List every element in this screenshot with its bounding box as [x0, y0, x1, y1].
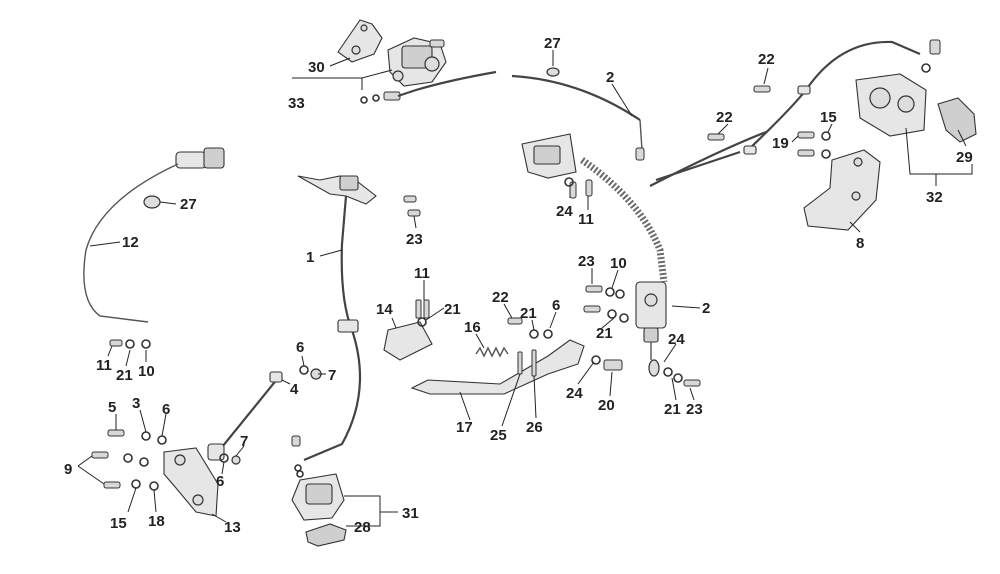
lbl-10b: 10 — [138, 363, 155, 380]
lbl-24c: 24 — [566, 385, 583, 402]
lbl-6c: 6 — [162, 401, 170, 418]
bottom-left-bolts — [91, 429, 167, 491]
sensor-connector — [175, 147, 225, 169]
pivot-20 — [591, 355, 623, 371]
lbl-11c: 11 — [96, 357, 112, 374]
lbl-2b: 2 — [702, 300, 710, 317]
banjo-bolt-top — [921, 39, 941, 73]
lbl-23c: 23 — [686, 401, 703, 418]
lbl-21b: 21 — [520, 305, 537, 322]
lbl-21a: 21 — [444, 301, 461, 318]
hose-clamps — [743, 85, 811, 155]
lbl-13: 13 — [224, 519, 241, 536]
leader-lines — [77, 50, 973, 527]
bracket-30 — [337, 19, 383, 63]
lbl-24a: 24 — [556, 203, 573, 220]
lbl-17: 17 — [456, 419, 473, 436]
lbl-7a: 7 — [328, 367, 336, 384]
lbl-15a: 15 — [820, 109, 837, 126]
brake-pads-29 — [937, 97, 977, 143]
lbl-29: 29 — [956, 149, 973, 166]
lbl-23b: 23 — [578, 253, 595, 270]
hose-2-upper — [511, 74, 767, 187]
front-banjo-fitting — [360, 91, 401, 104]
master-cylinder — [635, 281, 667, 343]
lbl-21e: 21 — [116, 367, 133, 384]
lbl-21c: 21 — [596, 325, 613, 342]
lbl-11b: 11 — [414, 265, 430, 282]
rear-caliper-31 — [291, 473, 345, 521]
lbl-33: 33 — [288, 95, 305, 112]
reservoir-bracket — [521, 133, 577, 179]
heel-guard-14 — [383, 321, 433, 361]
brake-hose-front — [397, 70, 497, 98]
lbl-21d: 21 — [664, 401, 681, 418]
caliper-bracket-8 — [803, 149, 881, 231]
front-caliper-33 — [387, 37, 447, 87]
lbl-1: 1 — [306, 249, 314, 266]
pushrod — [648, 342, 660, 377]
lbl-16: 16 — [464, 319, 481, 336]
lbl-12: 12 — [122, 234, 139, 251]
clamp-27-left — [143, 195, 161, 209]
lbl-26: 26 — [526, 419, 543, 436]
lbl-4: 4 — [290, 381, 299, 398]
lbl-24b: 24 — [668, 331, 685, 348]
lbl-27a: 27 — [544, 35, 561, 52]
lbl-14: 14 — [376, 301, 393, 318]
lbl-2a: 2 — [606, 69, 614, 86]
lbl-9: 9 — [64, 461, 72, 478]
lbl-5: 5 — [108, 399, 116, 416]
lbl-32: 32 — [926, 189, 943, 206]
lbl-23a: 23 — [406, 231, 423, 248]
bolts-19 — [797, 131, 815, 157]
small-fittings — [291, 435, 304, 478]
lbl-7b: 7 — [240, 433, 248, 450]
center-hardware — [564, 177, 701, 387]
lbl-3: 3 — [132, 395, 140, 412]
bracket-13 — [163, 447, 219, 517]
washers-15 — [821, 131, 831, 159]
lbl-31: 31 — [402, 505, 419, 522]
lbl-20: 20 — [598, 397, 615, 414]
lbl-15b: 15 — [110, 515, 127, 532]
lbl-11a: 11 — [578, 211, 594, 228]
brake-pads-28 — [305, 523, 347, 547]
lbl-27b: 27 — [180, 196, 197, 213]
brake-pedal-17 — [410, 339, 585, 395]
lbl-10a: 10 — [610, 255, 627, 272]
lbl-6a: 6 — [552, 297, 560, 314]
rear-bolts-22 — [707, 85, 771, 141]
lbl-22c: 22 — [492, 289, 509, 306]
bolts-11-center — [415, 299, 430, 327]
lbl-22b: 22 — [716, 109, 733, 126]
lbl-28: 28 — [354, 519, 371, 536]
lbl-30: 30 — [308, 59, 325, 76]
lbl-22a: 22 — [758, 51, 775, 68]
cable-clip — [337, 319, 359, 333]
clamp-27-top — [546, 67, 560, 77]
lbl-25: 25 — [490, 427, 507, 444]
sensor-cable-12 — [83, 163, 179, 323]
callout-labels: 30 33 27 2 22 22 15 19 29 32 8 27 12 1 2… — [64, 35, 973, 536]
armored-hose — [580, 157, 668, 283]
lbl-19: 19 — [772, 135, 789, 152]
rear-caliper-32 — [855, 73, 927, 137]
lbl-6d: 6 — [216, 473, 224, 490]
lbl-8: 8 — [856, 235, 864, 252]
spring-16 — [475, 346, 509, 358]
left-washers — [109, 339, 151, 349]
brake-hose-rear-lower — [655, 150, 741, 182]
lbl-18: 18 — [148, 513, 165, 530]
rod-hardware — [219, 365, 322, 465]
lever-1-handle — [297, 175, 421, 217]
lbl-6b: 6 — [296, 339, 304, 356]
